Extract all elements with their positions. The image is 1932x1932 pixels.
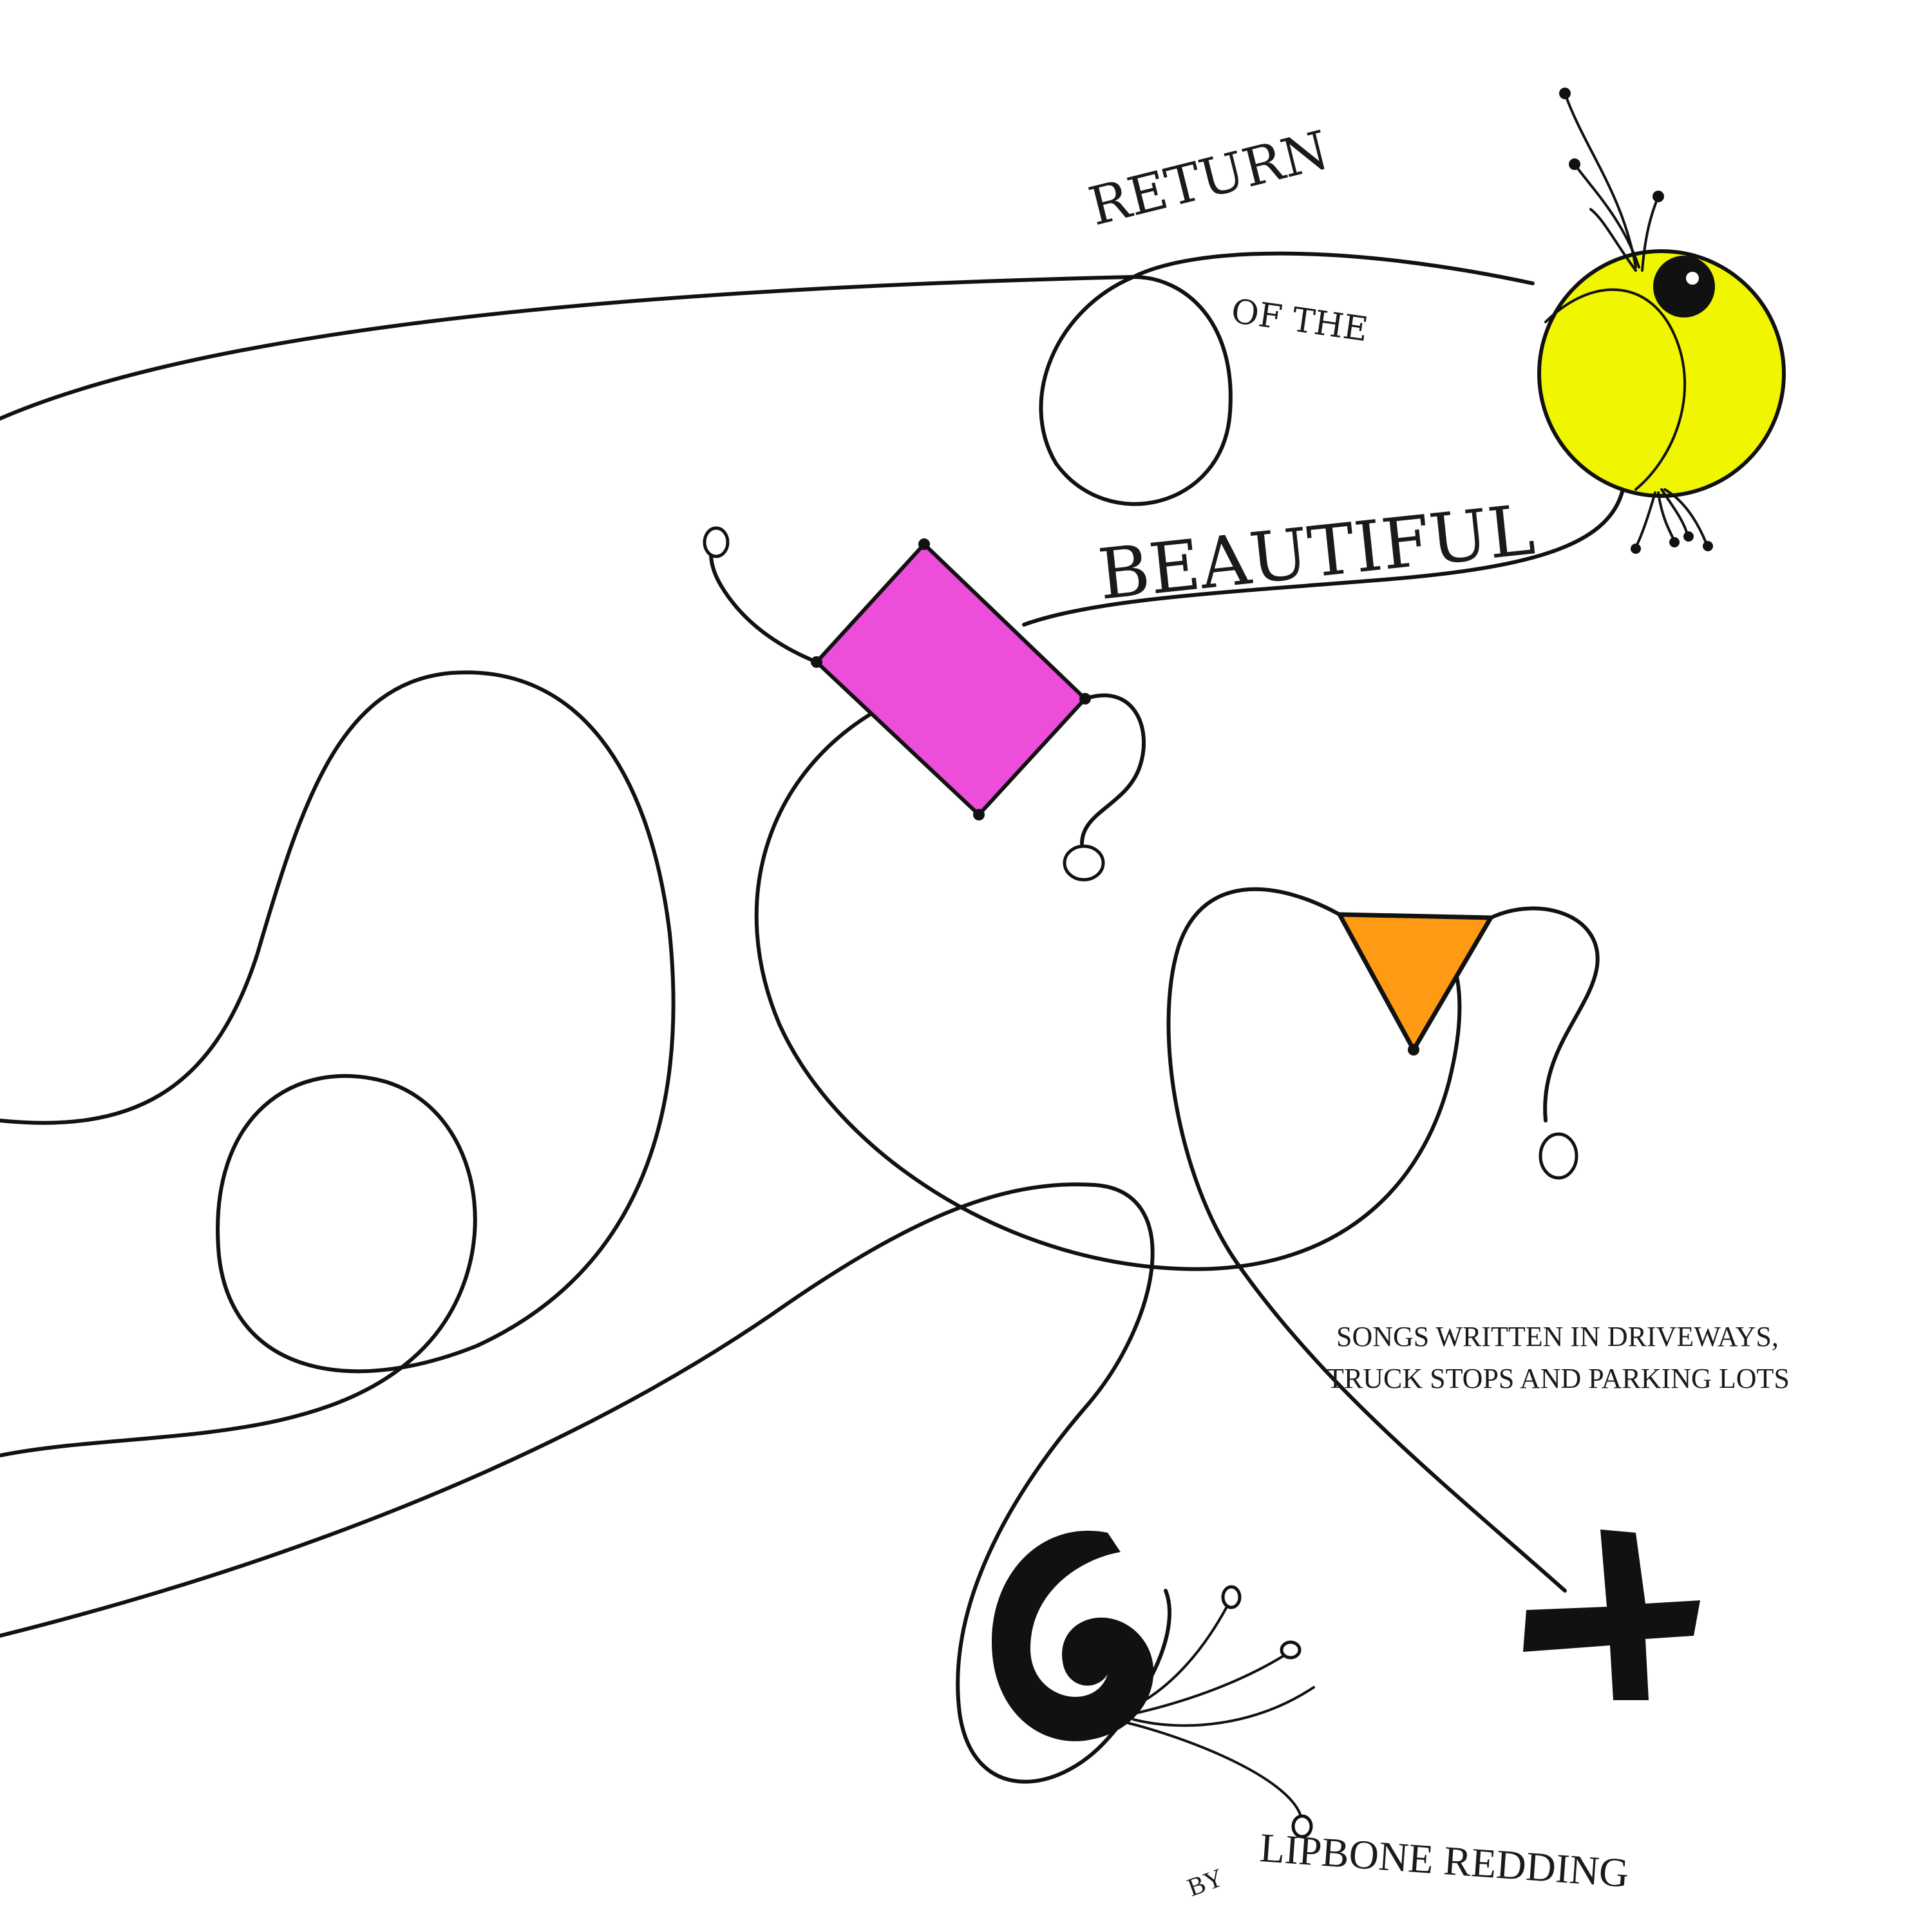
rectangle-right-tendril xyxy=(1080,693,1146,846)
bottom-sweep-line xyxy=(0,1182,1171,1784)
sun-eye xyxy=(1653,256,1715,317)
orange-triangle xyxy=(1337,912,1493,1052)
wandering-line-art xyxy=(0,251,1625,1784)
triangle-right-tendril xyxy=(1489,906,1600,1122)
black-cross xyxy=(1523,1530,1700,1700)
subtitle-block: SONGS WRITTEN IN DRIVEWAYS, TRUCK STOPS … xyxy=(1327,1321,1790,1394)
magenta-rectangle xyxy=(815,542,1087,817)
tendril-end-rings xyxy=(703,526,1578,1180)
title-return: RETURN xyxy=(1083,120,1335,238)
sun-to-rectangle-line xyxy=(1022,488,1625,627)
spiral-shape xyxy=(992,1530,1154,1741)
top-line xyxy=(0,251,1535,506)
left-loop-line xyxy=(0,670,676,1457)
yellow-sun xyxy=(1537,249,1786,498)
subtitle-line-1: SONGS WRITTEN IN DRIVEWAYS, xyxy=(1336,1321,1779,1352)
artist-name: LIPBONE REDDING xyxy=(1258,1824,1631,1896)
title-beautiful: BEAUTIFUL xyxy=(1095,490,1539,616)
rectangle-loop-line xyxy=(754,713,1462,1271)
by-label: BY xyxy=(1184,1862,1227,1902)
black-spiral-creature xyxy=(992,1530,1315,1839)
triangle-to-cross-line xyxy=(1166,887,1567,1593)
title-block: RETURN OF THE BEAUTIFUL xyxy=(1083,120,1539,616)
subtitle-line-2: TRUCK STOPS AND PARKING LOTS xyxy=(1327,1363,1790,1394)
yellow-sun-creature xyxy=(1537,88,1786,554)
title-of-the: OF THE xyxy=(1229,292,1370,349)
rectangle-left-tendril xyxy=(709,538,819,664)
